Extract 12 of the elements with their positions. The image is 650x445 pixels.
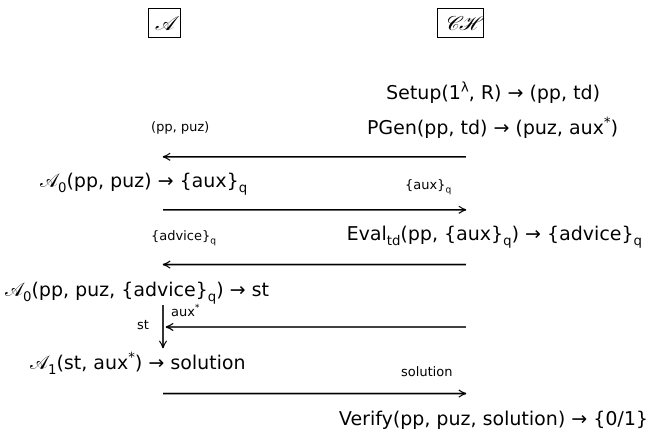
computation-statement: Verify(pp, puz, solution) → {0/1} — [338, 404, 648, 434]
computation-statement: PGen(pp, td) → (puz, aux$^{*}$) — [366, 113, 618, 143]
computation-statement: 𝒜$_{0}$(pp, puz) → {aux}$_{q}$ — [40, 166, 248, 196]
computation-statement: 𝒜$_{0}$(pp, puz, {advice}$_{q}$) → st — [5, 275, 269, 305]
edge-label: {aux}$_{q}$ — [404, 178, 452, 194]
computation-statement: Eval$_{td}$(pp, {aux}$_{q}$) → {advice}$_{q}$ — [346, 219, 642, 249]
edge-label: {advice}$_{q}$ — [150, 229, 217, 245]
computation-statement: Setup(1$^{λ}$, R) → (pp, td) — [386, 78, 600, 108]
edge-label: (pp, puz) — [150, 120, 210, 136]
computation-statement: 𝒜$_{1}$(st, aux$^{*}$) → solution — [30, 348, 246, 378]
party-label: 𝒜 — [148, 8, 181, 38]
party-label: 𝒞ℋ — [437, 8, 484, 38]
